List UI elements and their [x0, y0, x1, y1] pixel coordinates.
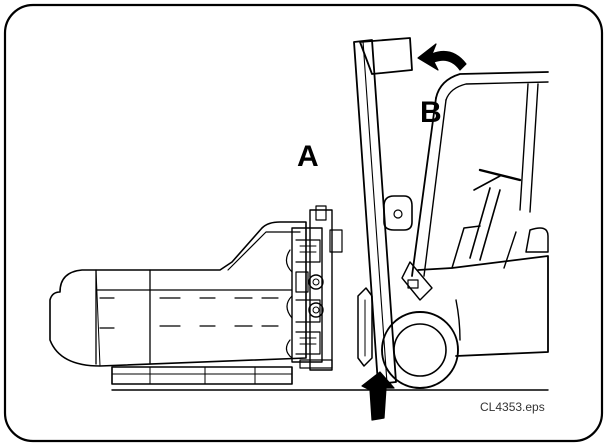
label-a: A — [297, 140, 319, 173]
file-name-label: CL4353.eps — [480, 400, 545, 414]
pallet — [111, 366, 293, 385]
fork-blade — [357, 287, 373, 367]
printer — [49, 205, 343, 385]
front-wheel — [381, 311, 459, 389]
forklift-body — [417, 255, 549, 357]
curved-arrow-icon — [417, 43, 467, 71]
up-arrow-icon — [361, 371, 395, 421]
printer-body — [49, 221, 307, 367]
frame-border — [3, 3, 604, 443]
label-b: B — [420, 96, 442, 129]
forklift — [353, 37, 549, 389]
